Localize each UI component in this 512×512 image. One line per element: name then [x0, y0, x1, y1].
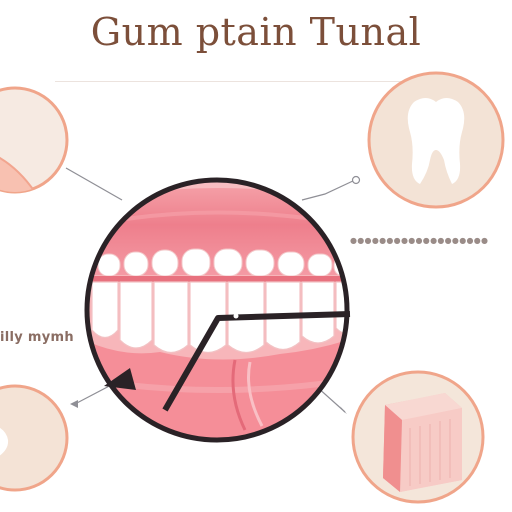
page-title: Gum ptain Tunal	[90, 10, 422, 54]
title-divider	[55, 81, 455, 82]
tooth-circle	[367, 71, 505, 209]
side-label: illy mymh	[0, 330, 74, 345]
top-left-circle	[0, 86, 69, 194]
tooth-icon	[407, 98, 465, 184]
tissue-circle	[351, 370, 485, 504]
dental-probe-icon	[104, 311, 351, 412]
bottom-left-circle	[0, 384, 69, 492]
connector-endpoints	[70, 175, 361, 414]
tissue-block-icon	[383, 393, 462, 492]
tiny-label: ●●●●●●●●●●●●●●●●●●●	[350, 236, 489, 245]
